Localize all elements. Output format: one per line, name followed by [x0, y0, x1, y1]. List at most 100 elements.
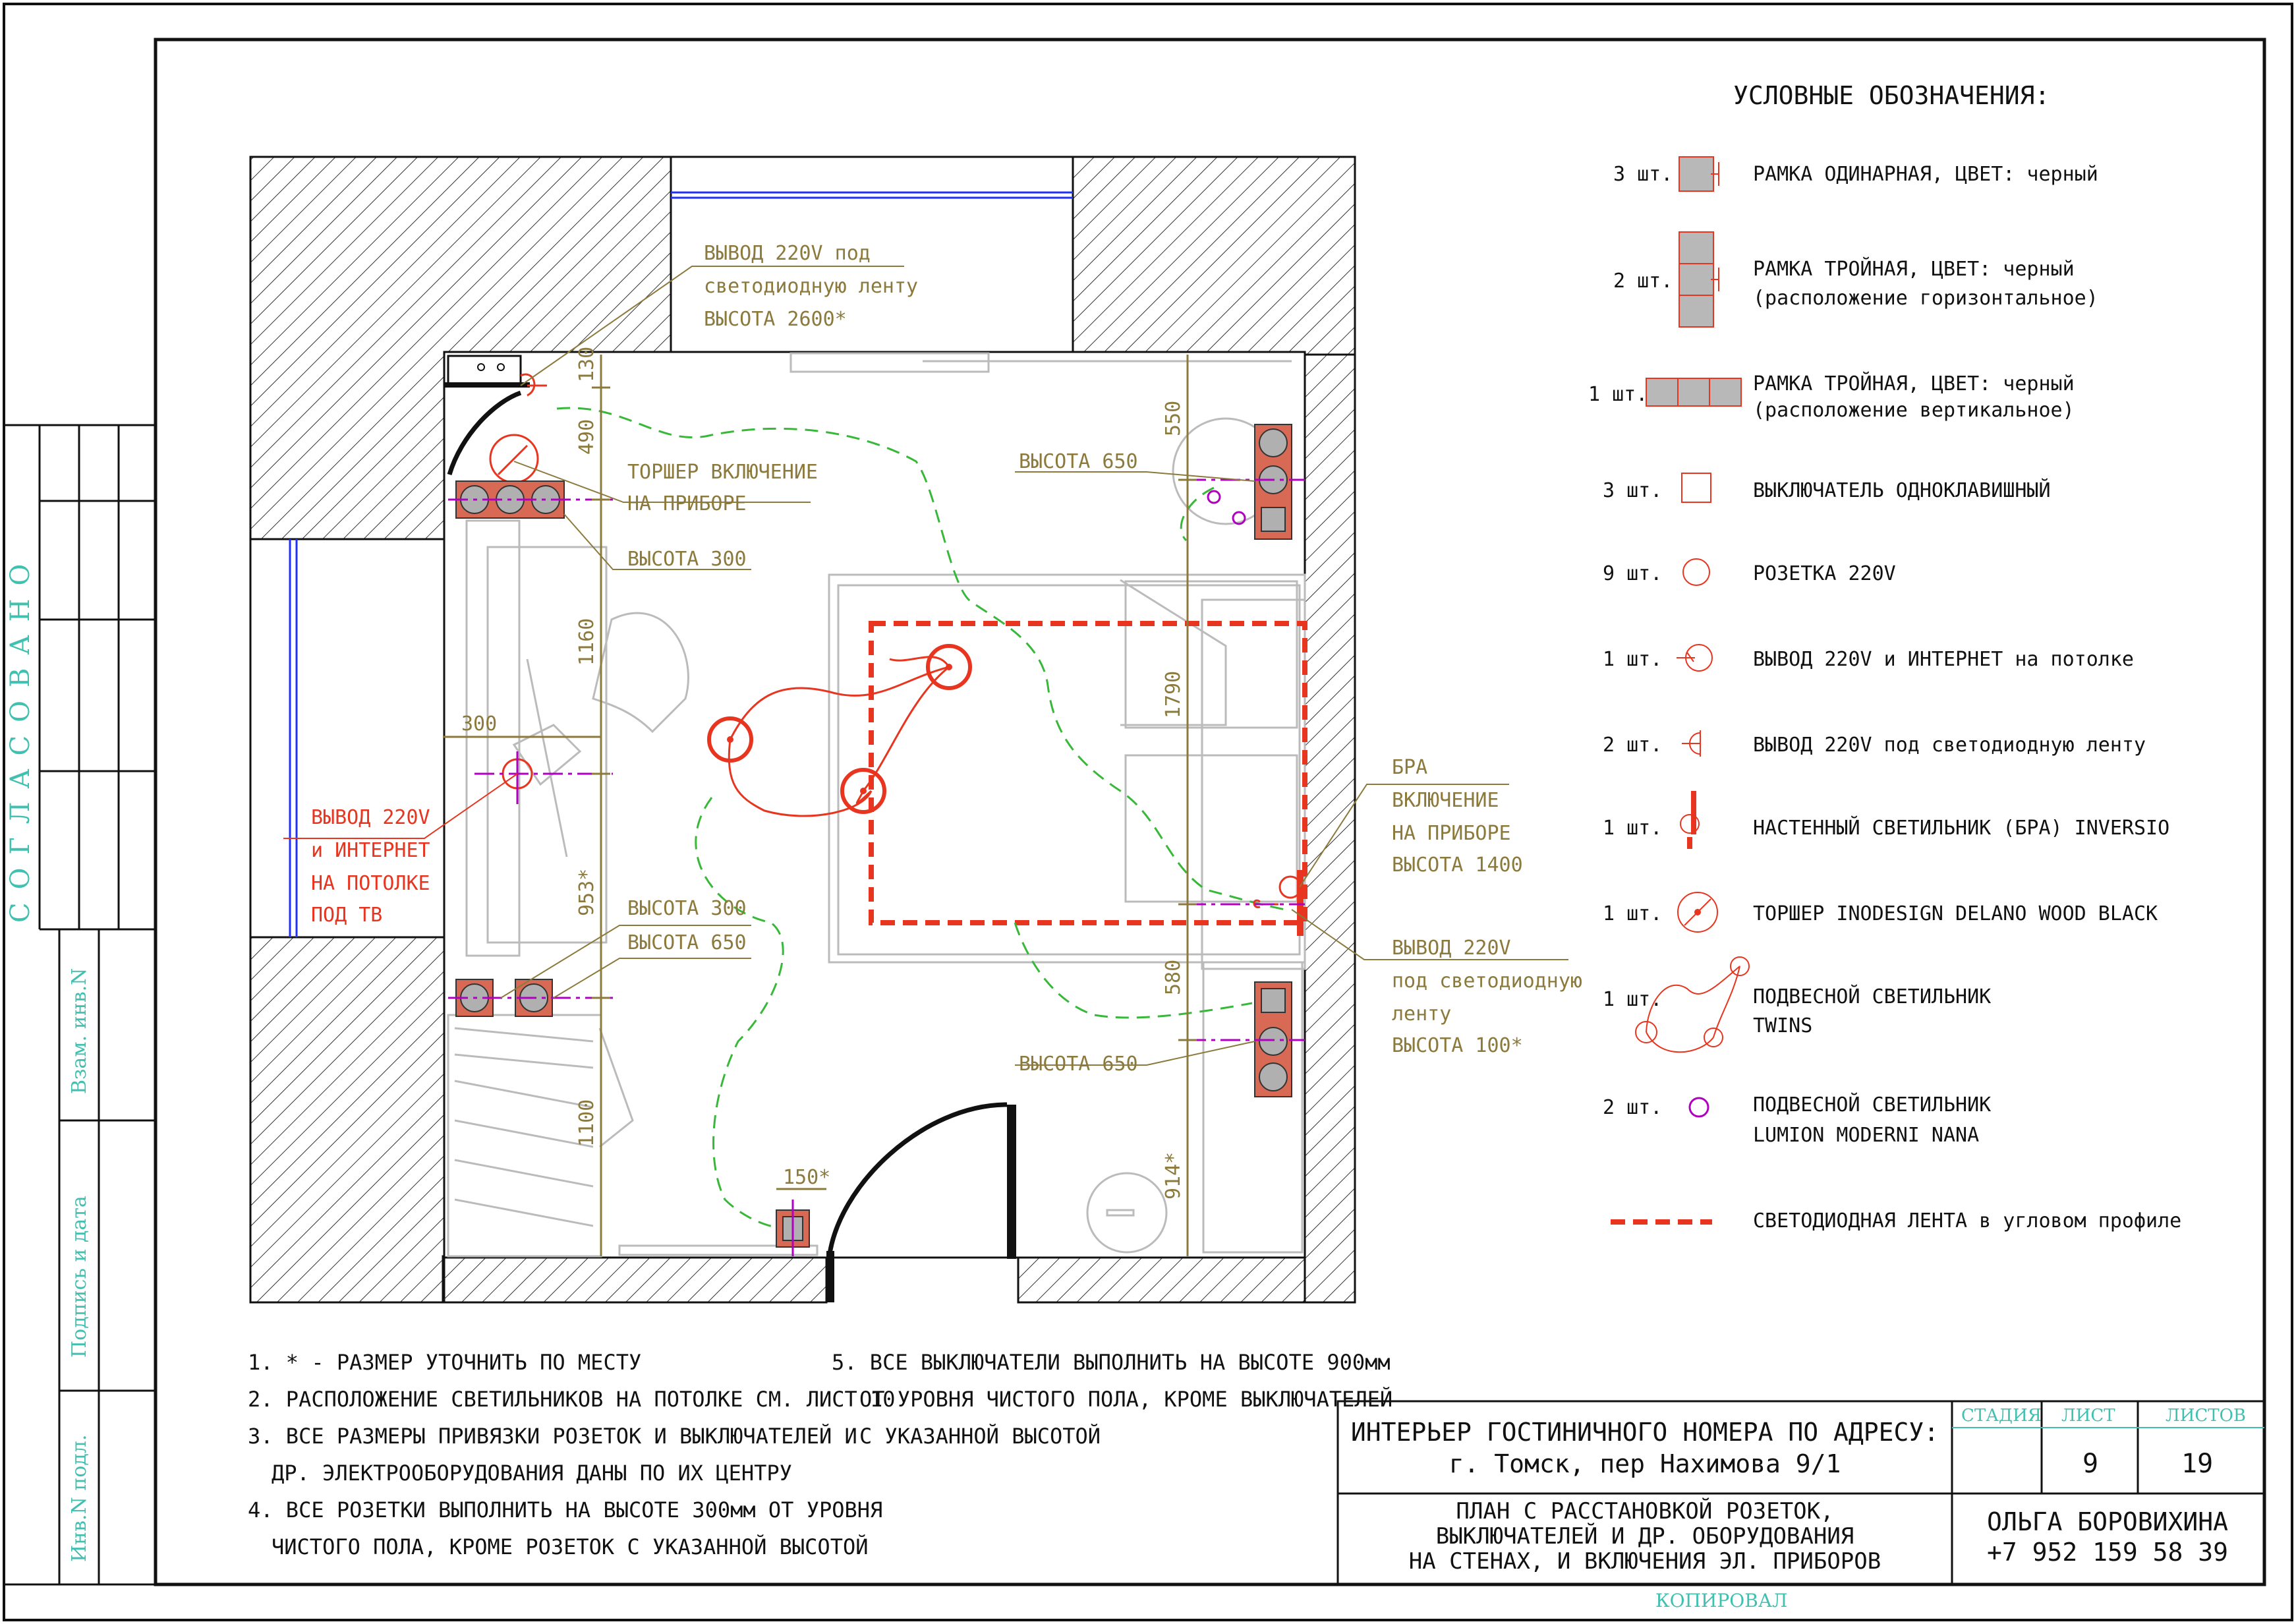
note-left-0: 1. * - РАЗМЕР УТОЧНИТЬ ПО МЕСТУ [248, 1350, 641, 1375]
socket-group-top-left [448, 480, 613, 519]
pendant-nana-icon [1688, 1097, 1709, 1118]
legend-text-7: НАСТЕННЫЙ СВЕТИЛЬНИК (БРА) INVERSIO [1753, 816, 2169, 840]
legend-qty-1: 2 шт. [1613, 270, 1673, 293]
floor-lamp-icon [1677, 892, 1718, 933]
legend-text-2: РАМКА ТРОЙНАЯ, ЦВЕТ: черный [1753, 372, 2075, 395]
socket-group-right-bottom [1186, 981, 1305, 1097]
legend-text-5: ВЫВОД 220V и ИНТЕРНЕТ на потолке [1753, 648, 2134, 671]
wall-bottom-mid [442, 1255, 828, 1304]
legend-text-11: СВЕТОДИОДНАЯ ЛЕНТА в угловом профиле [1753, 1209, 2181, 1232]
note-left-4: 4. ВСЕ РОЗЕТКИ ВЫПОЛНИТЬ НА ВЫСОТЕ 300мм… [248, 1497, 882, 1522]
legend-text-10: ПОДВЕСНОЙ СВЕТИЛЬНИК [1753, 1093, 1991, 1116]
pendant-twins-lamp [707, 716, 753, 763]
tb-sheet-2: ВЫКЛЮЧАТЕЛЕЙ И ДР. ОБОРУДОВАНИЯ [1436, 1522, 1854, 1550]
door-leaf [1007, 1105, 1016, 1259]
dim-580: 580 [1162, 960, 1185, 995]
tb-sheets-label: ЛИСТОВ [2166, 1406, 2246, 1426]
socket-icon [1682, 558, 1710, 586]
callout-led-right-1: ВЫВОД 220V [1392, 937, 1511, 960]
window-niche-left [249, 538, 445, 939]
dim-953: 953* [575, 869, 598, 916]
tb-sheet-1: ПЛАН С РАССТАНОВКОЙ РОЗЕТОК, [1456, 1497, 1833, 1524]
tb-project-2: г. Томск, пер Нахимова 9/1 [1449, 1449, 1841, 1478]
legend-qty-5: 1 шт. [1603, 648, 1662, 671]
callout-bra-4: ВЫСОТА 1400 [1392, 854, 1523, 877]
callout-tv-4: ПОД ТВ [311, 904, 382, 927]
agreed-stamp-label: СОГЛАСОВАНО [5, 551, 36, 923]
callout-tv-3: НА ПОТОЛКЕ [311, 872, 430, 895]
callout-bra-1: БРА [1392, 756, 1427, 779]
callout-height300-mid: ВЫСОТА 300 [627, 897, 747, 920]
note-right-0: 5. ВСЕ ВЫКЛЮЧАТЕЛИ ВЫПОЛНИТЬ НА ВЫСОТЕ 9… [832, 1350, 1391, 1375]
side-stamp [3, 424, 156, 1586]
led-outlet-icon [1682, 730, 1701, 757]
legend-qty-0: 3 шт. [1613, 163, 1673, 186]
title-block: СТАДИЯ ЛИСТ ЛИСТОВ 9 19 ИНТЕРЬЕР ГОСТИНИ… [1336, 1400, 2266, 1611]
tb-phone: +7 952 159 58 39 [1987, 1538, 2228, 1567]
callout-floor-lamp-1: ТОРШЕР ВКЛЮЧЕНИЕ [627, 461, 818, 484]
dim-150: 150* [783, 1166, 830, 1189]
legend-title: УСЛОВНЫЕ ОБОЗНАЧЕНИЯ: [1733, 81, 2050, 110]
ceiling-outlet-icon [1677, 644, 1713, 672]
dim-550: 550 [1162, 401, 1185, 436]
floor-plan: 130 490 1160 953* 1100 300 150* 550 1790… [249, 156, 1582, 1304]
tb-stage-label: СТАДИЯ [1961, 1406, 2042, 1426]
triple-frame-vertical-icon [1679, 231, 1719, 328]
wall-bottom-left [249, 936, 445, 1304]
triple-frame-horizontal-icon [1646, 378, 1742, 407]
sign-date-label: Подпись и дата [68, 1196, 91, 1358]
legend-qty-3: 3 шт. [1603, 479, 1662, 502]
ref-inv-label: Взам. инв.N [68, 968, 91, 1094]
notes: 1. * - РАЗМЕР УТОЧНИТЬ ПО МЕСТУ 2. РАСПО… [248, 1350, 1392, 1559]
callout-led-top-3: ВЫСОТА 2600* [704, 308, 847, 331]
legend-qty-10: 2 шт. [1603, 1096, 1662, 1119]
callout-height650-right-bottom: ВЫСОТА 650 [1019, 1053, 1138, 1076]
legend-text-10b: LUMION MODERNI NANA [1753, 1124, 1979, 1147]
single-frame-icon [1679, 156, 1719, 192]
dim-1790: 1790 [1162, 671, 1185, 718]
socket-group-left-mid [448, 979, 613, 1017]
led-strip [869, 621, 1307, 925]
callout-bra-2: ВКЛЮЧЕНИЕ [1392, 789, 1499, 812]
led-outlet-top [520, 373, 536, 397]
tb-project-1: ИНТЕРЬЕР ГОСТИНИЧНОГО НОМЕРА ПО АДРЕСУ: [1351, 1418, 1939, 1447]
dimension-lines [443, 355, 1197, 1256]
legend-text-9b: TWINS [1753, 1014, 1812, 1037]
socket-group-right-top [1186, 424, 1305, 540]
callout-tv-1: ВЫВОД 220V [311, 806, 430, 829]
pendant-twins-icon [1635, 956, 1750, 1053]
legend-qty-8: 1 шт. [1603, 902, 1662, 925]
legend-text-1: РАМКА ТРОЙНАЯ, ЦВЕТ: черный [1753, 257, 2075, 281]
callout-bra-3: НА ПРИБОРЕ [1392, 822, 1511, 845]
wall-top-right [1072, 156, 1356, 356]
tb-sheet-no: 9 [2082, 1449, 2098, 1479]
dim-130: 130 [575, 347, 598, 382]
note-right-1: ОТ УРОВНЯ ЧИСТОГО ПОЛА, КРОМЕ ВЫКЛЮЧАТЕЛ… [859, 1387, 1392, 1412]
wall-right [1304, 353, 1356, 1304]
callout-led-top-2: светодиодную ленту [704, 275, 918, 298]
dim-914: 914* [1162, 1152, 1185, 1200]
note-right-2: С УКАЗАННОЙ ВЫСОТОЙ [859, 1424, 1101, 1449]
legend-qty-2: 1 шт. [1588, 383, 1648, 406]
callout-leaders [500, 266, 1568, 1066]
callout-height650-right-top: ВЫСОТА 650 [1019, 450, 1138, 473]
callout-led-top-1: ВЫВОД 220V под [704, 242, 871, 265]
led-outlet-right [1253, 899, 1261, 908]
note-left-5: ЧИСТОГО ПОЛА, КРОМЕ РОЗЕТОК С УКАЗАННОЙ … [272, 1534, 868, 1559]
callout-led-right-2: под светодиодную [1392, 970, 1582, 993]
tb-sheet-3: НА СТЕНАХ, И ВКЛЮЧЕНИЯ ЭЛ. ПРИБОРОВ [1409, 1548, 1881, 1575]
legend-text-8: ТОРШЕР INODESIGN DELANO WOOD BLACK [1753, 902, 2158, 925]
tb-copied: КОПИРОВАЛ [1655, 1590, 1787, 1611]
legend-qty-9: 1 шт. [1603, 988, 1662, 1011]
window-niche-top [670, 156, 1074, 353]
legend-text-6: ВЫВОД 220V под светодиодную ленту [1753, 734, 2146, 757]
callout-floor-lamp-2: НА ПРИБОРЕ [627, 492, 747, 515]
tb-sheet-label: ЛИСТ [2061, 1406, 2115, 1426]
switch-icon [1681, 473, 1711, 503]
note-left-3: ДР. ЭЛЕКТРООБОРУДОВАНИЯ ДАНЫ ПО ИХ ЦЕНТР… [272, 1461, 792, 1486]
wiring-lines [556, 407, 1286, 1229]
legend: УСЛОВНЫЕ ОБОЗНАЧЕНИЯ: [1588, 81, 2181, 1232]
legend-text-0: РАМКА ОДИНАРНАЯ, ЦВЕТ: черный [1753, 163, 2098, 186]
pendant-twins-lamp-2 [840, 768, 886, 814]
